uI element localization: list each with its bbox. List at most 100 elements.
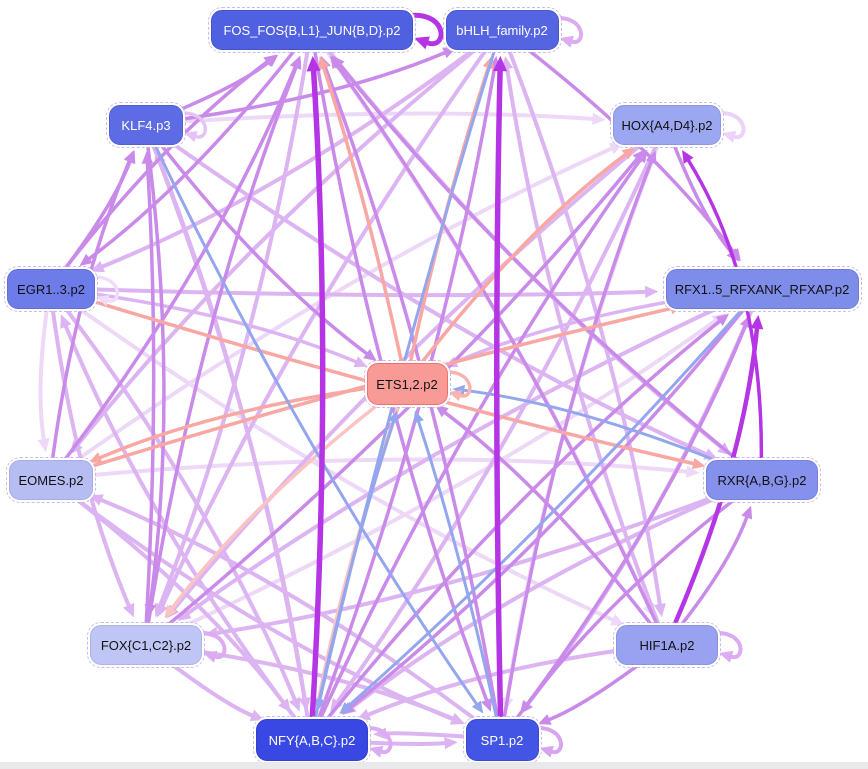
node-label-fox: FOX{C1,C2}.p2 xyxy=(100,637,192,653)
node-rfx[interactable]: RFX1..5_RFXANK_RFXAP.p2 xyxy=(662,266,862,312)
node-sp1[interactable]: SP1.p2 xyxy=(462,716,542,764)
node-rxr[interactable]: RXR{A,B,G}.p2 xyxy=(703,457,821,503)
edge-arrowhead xyxy=(363,348,377,362)
edge-arrowhead xyxy=(413,410,424,424)
edge-klf4-hox xyxy=(143,111,606,126)
edge-arrowhead xyxy=(79,253,93,266)
edge-line xyxy=(143,122,478,706)
edge-line xyxy=(505,66,668,646)
edge-line xyxy=(417,420,503,741)
self-loop-line xyxy=(171,111,208,139)
self-loop-fos xyxy=(400,12,444,50)
edge-line xyxy=(338,63,763,481)
edge-nfy-fos xyxy=(306,55,326,742)
edge-arrowhead xyxy=(141,150,154,164)
edge-arrowhead xyxy=(263,54,277,67)
edge-arrowhead xyxy=(414,36,430,50)
self-loop-sp1 xyxy=(526,726,563,758)
edge-klf4-ets xyxy=(143,122,377,362)
node-ets[interactable]: ETS1,2.p2 xyxy=(363,360,451,408)
edge-arrowhead xyxy=(559,35,574,48)
edge-sp1-hox xyxy=(499,150,657,741)
self-loop-line xyxy=(546,16,583,44)
edge-arrowhead xyxy=(471,700,484,714)
edge-arrowhead xyxy=(653,603,666,618)
edge-arrowhead xyxy=(492,55,508,72)
node-hox[interactable]: HOX{A4,D4}.p2 xyxy=(610,102,724,148)
edge-arrowhead xyxy=(635,149,648,164)
edge-arrowhead xyxy=(306,55,321,72)
edge-line xyxy=(48,65,297,481)
self-loop-fox xyxy=(190,631,227,663)
edge-arrowhead xyxy=(388,410,399,424)
edge-egr-eomes xyxy=(37,286,52,453)
edge-line xyxy=(215,477,763,635)
edge-hif1a-rxr xyxy=(664,505,753,646)
edge-line xyxy=(76,27,503,447)
node-eomes[interactable]: EOMES.p2 xyxy=(6,457,96,503)
edge-arrowhead xyxy=(685,465,700,478)
edge-ets-fox xyxy=(164,381,408,619)
self-loop-line xyxy=(709,111,746,139)
node-hif1a[interactable]: HIF1A.p2 xyxy=(613,622,721,668)
node-label-ets: ETS1,2.p2 xyxy=(376,376,438,392)
edge-arrowhead xyxy=(452,384,465,396)
edge-arrowhead xyxy=(608,143,624,155)
node-label-sp1: SP1.p2 xyxy=(480,732,524,748)
edge-line xyxy=(143,51,447,126)
edge-arrowhead xyxy=(719,650,734,663)
edge-line xyxy=(404,153,627,385)
edge-line xyxy=(186,286,763,616)
edge-arrowhead xyxy=(369,745,384,758)
node-label-eomes: EOMES.p2 xyxy=(18,472,84,488)
edge-arrowhead xyxy=(715,313,730,327)
edge-arrowhead xyxy=(750,314,764,330)
edge-nfy-rfx xyxy=(309,313,730,741)
edge-fos-egr xyxy=(79,27,313,266)
edge-arrowhead xyxy=(621,147,636,160)
edge-fox-fos xyxy=(143,55,302,646)
node-nfy[interactable]: NFY{A,B,C}.p2 xyxy=(253,716,371,764)
edge-arrowhead xyxy=(435,405,449,418)
edge-line xyxy=(99,498,503,741)
node-fos[interactable]: FOS_FOS{B,L1}_JUN{B,D}.p2 xyxy=(208,7,416,53)
self-loop-line xyxy=(435,370,472,398)
self-loop-klf4 xyxy=(171,111,208,143)
edge-line xyxy=(499,324,747,741)
edge-line xyxy=(87,27,313,261)
node-label-klf4: KLF4.p3 xyxy=(121,117,171,133)
edge-arrowhead xyxy=(164,604,177,619)
node-label-egr: EGR1..3.p2 xyxy=(17,281,85,297)
edge-arrowhead xyxy=(96,295,110,307)
edge-egr-rfx xyxy=(48,285,659,299)
self-loop-line xyxy=(83,275,120,303)
self-loop-line xyxy=(356,726,393,754)
edge-egr-fox xyxy=(48,286,135,618)
edge-line xyxy=(335,122,668,704)
edge-line xyxy=(309,319,722,741)
node-label-rxr: RXR{A,B,G}.p2 xyxy=(717,472,807,488)
edge-arrowhead xyxy=(682,150,694,164)
edge-line xyxy=(143,122,708,456)
self-loop-ets xyxy=(435,370,472,402)
node-bhlh[interactable]: bHLH_family.p2 xyxy=(442,7,562,53)
edge-arrowhead xyxy=(644,285,659,299)
edge-arrowhead xyxy=(444,737,458,750)
edge-arrowhead xyxy=(339,702,352,714)
node-fox[interactable]: FOX{C1,C2}.p2 xyxy=(87,622,205,668)
edge-line xyxy=(335,64,668,646)
edge-arrowhead xyxy=(722,130,737,143)
edge-line xyxy=(346,286,763,708)
node-label-rfx: RFX1..5_RFXANK_RFXAP.p2 xyxy=(674,281,850,297)
edge-line xyxy=(48,457,689,481)
edge-arrowhead xyxy=(537,714,552,725)
node-egr[interactable]: EGR1..3.p2 xyxy=(4,266,98,312)
edge-arrowhead xyxy=(290,55,302,70)
edge-arrowhead xyxy=(123,602,135,618)
edge-line xyxy=(309,158,642,741)
node-klf4[interactable]: KLF4.p3 xyxy=(106,102,186,148)
node-label-bhlh: bHLH_family.p2 xyxy=(456,22,548,38)
self-loop-hox xyxy=(709,111,746,143)
edge-arrowhead xyxy=(249,709,265,722)
